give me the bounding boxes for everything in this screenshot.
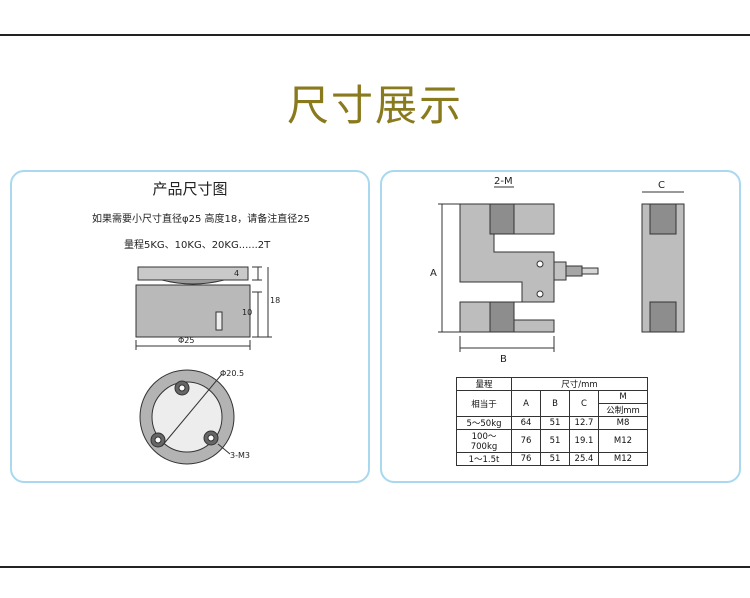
range-header: 量程 xyxy=(456,377,512,391)
dim-holes: 3-M3 xyxy=(230,451,250,460)
table-row: 1～1.5t 76 51 25.4 M12 xyxy=(456,452,648,466)
row-a: 64 xyxy=(511,416,541,430)
row-m: M12 xyxy=(598,429,648,453)
col-a: A xyxy=(511,390,541,417)
panel-title: 产品尺寸图 xyxy=(152,180,228,198)
s-type-drawing: 2-M A B C xyxy=(430,176,685,365)
dim-b: B xyxy=(500,354,507,365)
col-m: M xyxy=(598,390,648,404)
product-dimension-panel: 产品尺寸图 如果需要小尺寸直径φ25 高度18，请备注直径25 量程5KG、10… xyxy=(10,170,370,483)
row-a: 76 xyxy=(511,429,541,453)
row-range: 100～700kg xyxy=(456,429,512,453)
dim-bolt-circle: Φ20.5 xyxy=(220,369,244,378)
row-m: M8 xyxy=(598,416,648,430)
row-b: 51 xyxy=(540,416,570,430)
dim-total-height: 18 xyxy=(270,296,280,305)
dim-top-height: 4 xyxy=(234,269,239,278)
equiv-label: 相当于 xyxy=(456,390,512,417)
size-header: 尺寸/mm xyxy=(511,377,648,391)
side-view-s xyxy=(641,191,685,333)
row-b: 51 xyxy=(540,429,570,453)
side-view xyxy=(135,266,272,350)
dim-a: A xyxy=(430,268,437,279)
size-note: 如果需要小尺寸直径φ25 高度18，请备注直径25 xyxy=(92,214,310,225)
s-type-dimension-panel: 2-M A B C 量程 尺寸/mm 相当于 A B C M 公制mm 5～50… xyxy=(380,170,741,483)
row-a: 76 xyxy=(511,452,541,466)
page-title: 尺寸展示 xyxy=(286,81,463,130)
spec-table: 量程 尺寸/mm 相当于 A B C M 公制mm 5～50kg 64 51 1… xyxy=(456,377,648,466)
dim-diameter: Φ25 xyxy=(178,336,194,345)
dim-thread: 2-M xyxy=(494,176,513,187)
dim-c: C xyxy=(658,180,665,191)
col-c: C xyxy=(569,390,599,417)
row-c: 19.1 xyxy=(569,429,599,453)
col-b: B xyxy=(540,390,570,417)
row-range: 1～1.5t xyxy=(456,452,512,466)
table-row: 100～700kg 76 51 19.1 M12 xyxy=(456,429,648,453)
row-b: 51 xyxy=(540,452,570,466)
front-view xyxy=(438,186,599,352)
row-m: M12 xyxy=(598,452,648,466)
row-range: 5～50kg xyxy=(456,416,512,430)
row-c: 25.4 xyxy=(569,452,599,466)
dim-body-height: 10 xyxy=(242,308,252,317)
range-note: 量程5KG、10KG、20KG......2T xyxy=(124,240,271,251)
table-row: 5～50kg 64 51 12.7 M8 xyxy=(456,416,648,430)
top-rule xyxy=(0,34,750,36)
metric-label: 公制mm xyxy=(598,403,648,417)
row-c: 12.7 xyxy=(569,416,599,430)
bottom-rule xyxy=(0,566,750,568)
load-cell-drawing: 4 18 10 Φ25 Φ20.5 3-M3 xyxy=(135,266,280,465)
top-view xyxy=(139,369,235,465)
